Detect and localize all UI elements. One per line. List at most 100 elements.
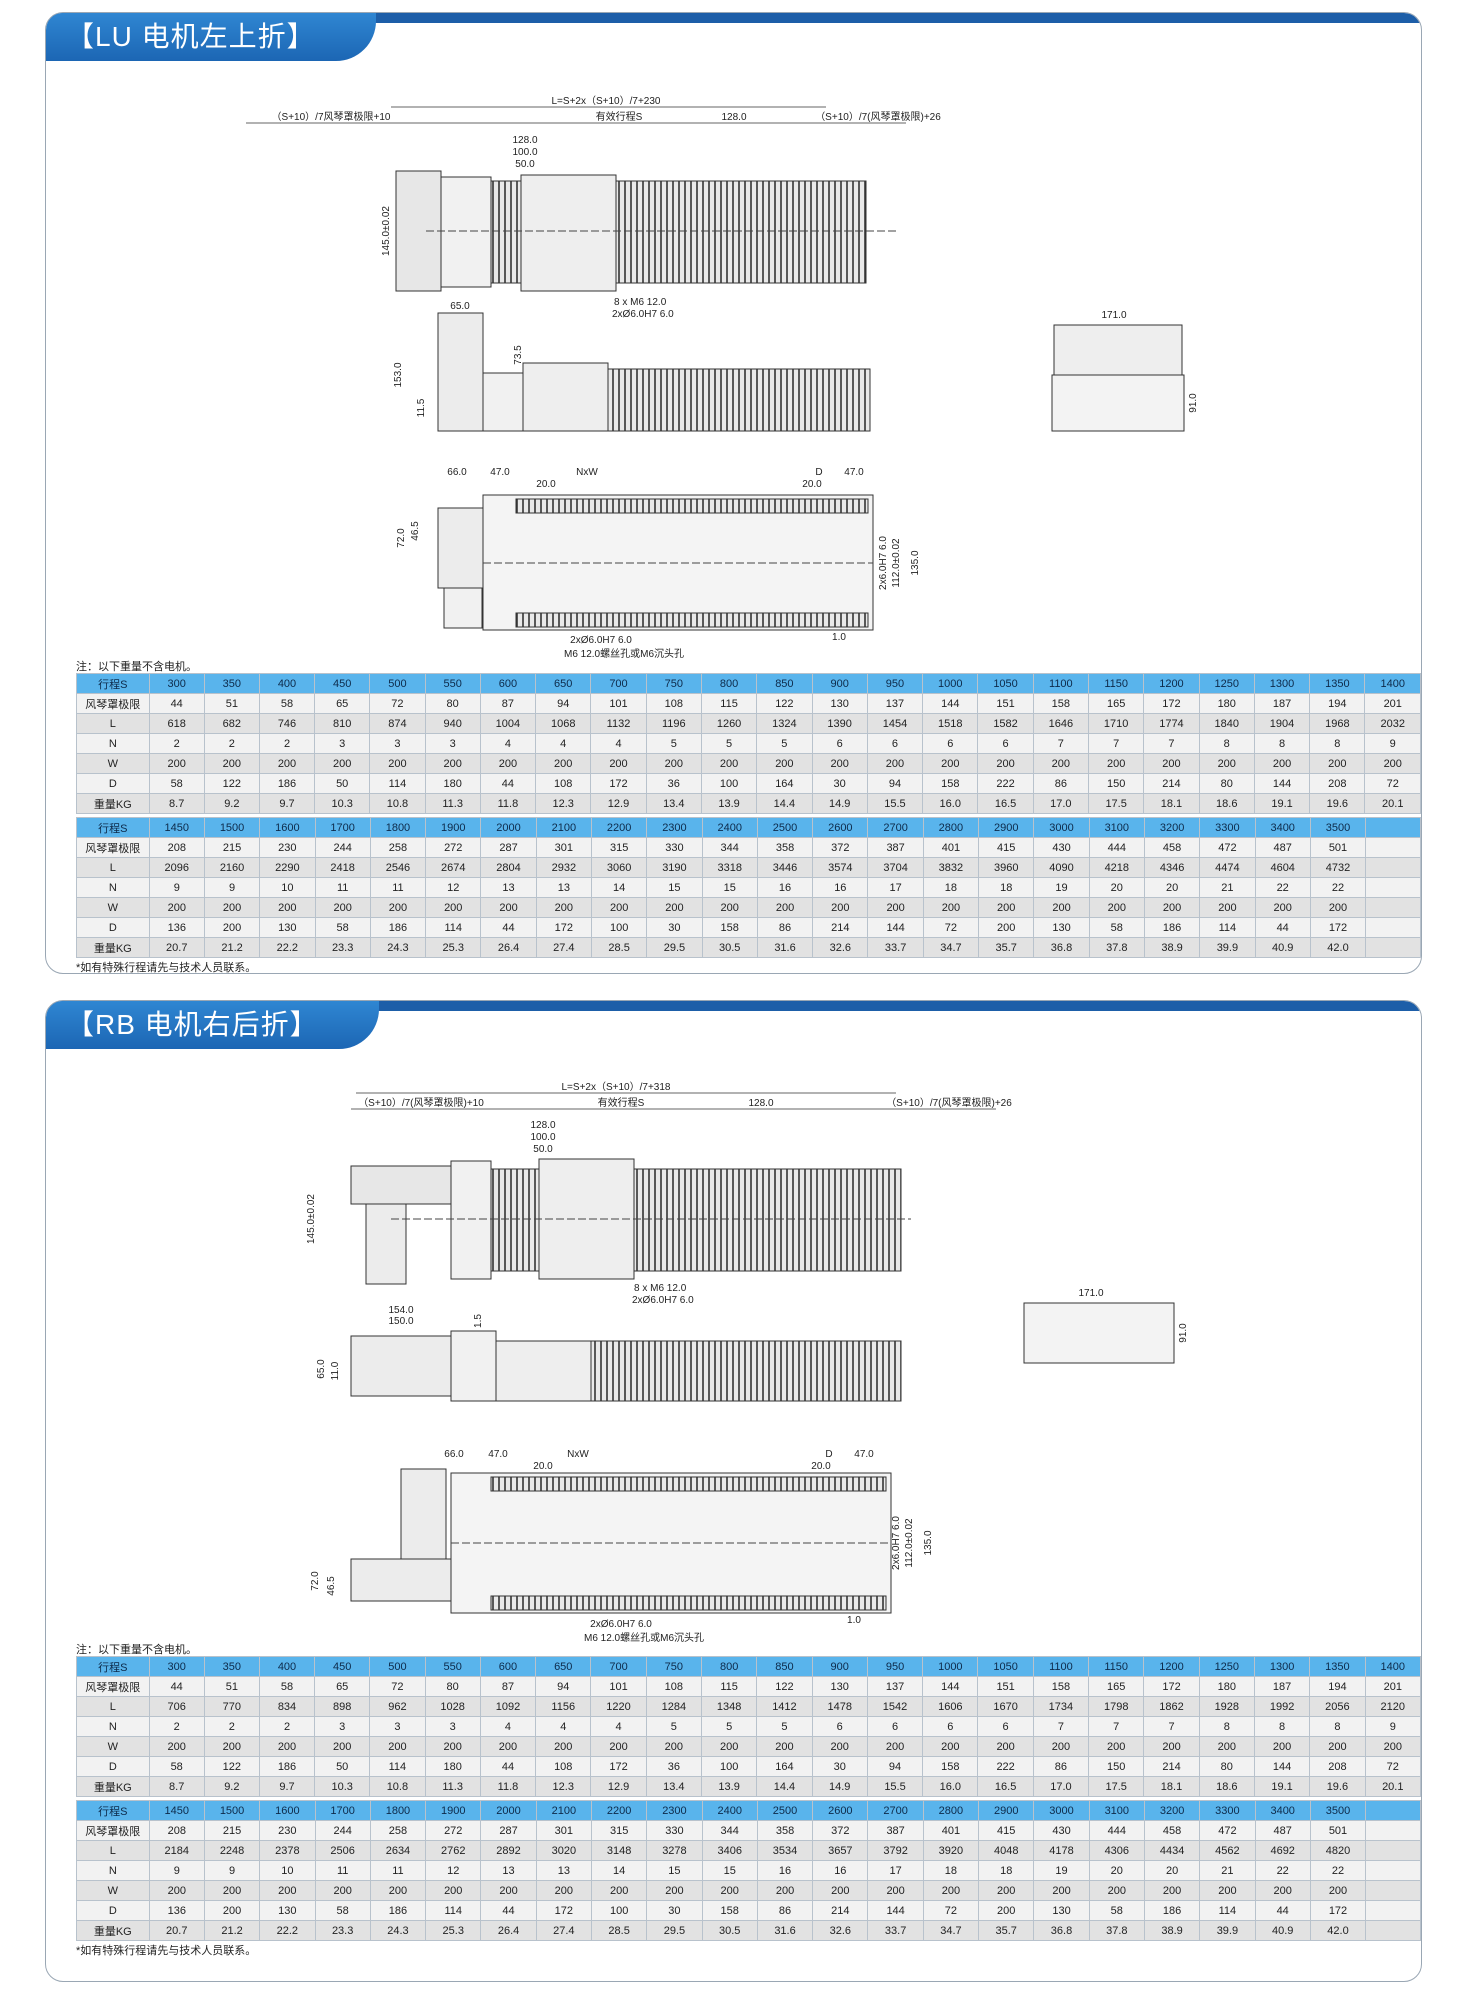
table-cell: 101 [590, 693, 647, 714]
table-cell: 122 [203, 773, 260, 794]
dim-91: 91.0 [1188, 393, 1199, 413]
table-cell [1365, 1900, 1421, 1921]
table-cell: 430 [1033, 1820, 1090, 1841]
stroke-header-cell: 2900 [978, 817, 1035, 838]
row-label: L [76, 857, 150, 878]
section-title: 【RB 电机右后折】 [46, 1001, 379, 1049]
table-cell: 87 [479, 693, 537, 714]
stroke-header-cell: 850 [756, 1656, 813, 1677]
table-cell: 130 [811, 693, 868, 714]
table-cell: 200 [867, 1880, 924, 1901]
table-cell: 200 [811, 1736, 868, 1757]
stroke-header-cell: 2100 [535, 817, 592, 838]
table-cell: 9 [1364, 733, 1421, 754]
table-cell: 200 [148, 1736, 205, 1757]
row-label: D [76, 917, 150, 938]
table-cell: 58 [1088, 1900, 1145, 1921]
table-cell: 200 [978, 917, 1035, 938]
stroke-header-cell: 700 [590, 673, 647, 694]
table-cell: 200 [922, 1736, 979, 1757]
stroke-header-cell: 1250 [1198, 673, 1255, 694]
stroke-header-cell: 800 [700, 1656, 758, 1677]
table-cell: 200 [314, 897, 371, 918]
table-cell: 3 [314, 1716, 371, 1737]
row-label: N [76, 733, 150, 754]
table-cell: 4048 [978, 1840, 1035, 1861]
stroke-header-cell: 3400 [1254, 817, 1311, 838]
table-cell: 22.2 [259, 937, 316, 958]
table-cell: 158 [922, 1756, 979, 1777]
row-label: 风琴罩极限 [76, 837, 150, 858]
table-cell: 7 [1087, 733, 1145, 754]
table-cell: 3832 [922, 857, 980, 878]
stroke-header-cell: 600 [479, 673, 537, 694]
table-cell: 8 [1309, 733, 1366, 754]
table-cell: 874 [369, 713, 426, 734]
table-cell: 130 [259, 917, 316, 938]
table-cell: 2160 [203, 857, 261, 878]
table-cell: 19.1 [1253, 1776, 1311, 1797]
table-cell: 200 [1253, 1736, 1311, 1757]
stroke-header-cell: 650 [535, 1656, 592, 1677]
table-cell: 5 [645, 733, 702, 754]
table-cell: 115 [700, 1676, 758, 1697]
table-cell: 100 [700, 773, 758, 794]
table-cell: 200 [148, 753, 205, 774]
table-cell: 20 [1088, 877, 1145, 898]
stroke-header-cell: 600 [479, 1656, 537, 1677]
table-cell: 5 [756, 733, 813, 754]
table-cell: 23.3 [314, 937, 371, 958]
table-cell: 114 [1199, 1900, 1256, 1921]
table-cell: 187 [1253, 693, 1311, 714]
table-cell: 315 [590, 837, 648, 858]
stroke-header-cell [1365, 817, 1421, 838]
table-cell: 16 [812, 1860, 869, 1881]
table-cell: 44 [480, 917, 537, 938]
table-cell: 26.4 [480, 1920, 537, 1941]
table-cell: 114 [1199, 917, 1256, 938]
table-cell: 200 [480, 1880, 537, 1901]
table-cell: 65 [314, 1676, 371, 1697]
table-cell: 7 [1032, 733, 1090, 754]
stroke-header-cell: 2200 [590, 1800, 648, 1821]
table-cell: 898 [314, 1696, 371, 1717]
table-cell: 186 [1143, 917, 1201, 938]
table-cell: 12.3 [535, 1776, 592, 1797]
table-cell: 17 [867, 1860, 924, 1881]
table-cell: 172 [1143, 1676, 1200, 1697]
table-cell: 200 [535, 1736, 592, 1757]
dim-47-right: 47.0 [854, 1449, 874, 1460]
table-cell: 3 [424, 733, 481, 754]
table-cell: 834 [258, 1696, 316, 1717]
table-cell: 1774 [1143, 713, 1200, 734]
stroke-header-cell: 2100 [535, 1800, 592, 1821]
table-cell: 18 [978, 877, 1035, 898]
table-cell: 200 [314, 1736, 371, 1757]
table-cell: 25.3 [425, 937, 482, 958]
table-cell: 200 [369, 897, 427, 918]
table-cell: 44 [479, 773, 537, 794]
table-cell: 6 [977, 733, 1034, 754]
table-cell: 200 [645, 1736, 702, 1757]
table-cell: 40.9 [1254, 937, 1311, 958]
stroke-header-cell: 1200 [1143, 673, 1200, 694]
table-cell: 11.8 [479, 793, 537, 814]
table-cell: 26.4 [480, 937, 537, 958]
table-cell: 215 [203, 837, 261, 858]
dim-screw-holes: 8 x M6 12.0 [614, 297, 667, 308]
table-cell: 1390 [811, 713, 868, 734]
table-cell: 1092 [479, 1696, 537, 1717]
stroke-header-cell: 400 [258, 1656, 316, 1677]
table-cell: 10.3 [314, 1776, 371, 1797]
table-cell: 16.0 [922, 793, 979, 814]
stroke-header-cell: 500 [369, 673, 426, 694]
table-cell: 101 [590, 1676, 647, 1697]
stroke-header-cell: 950 [866, 673, 924, 694]
